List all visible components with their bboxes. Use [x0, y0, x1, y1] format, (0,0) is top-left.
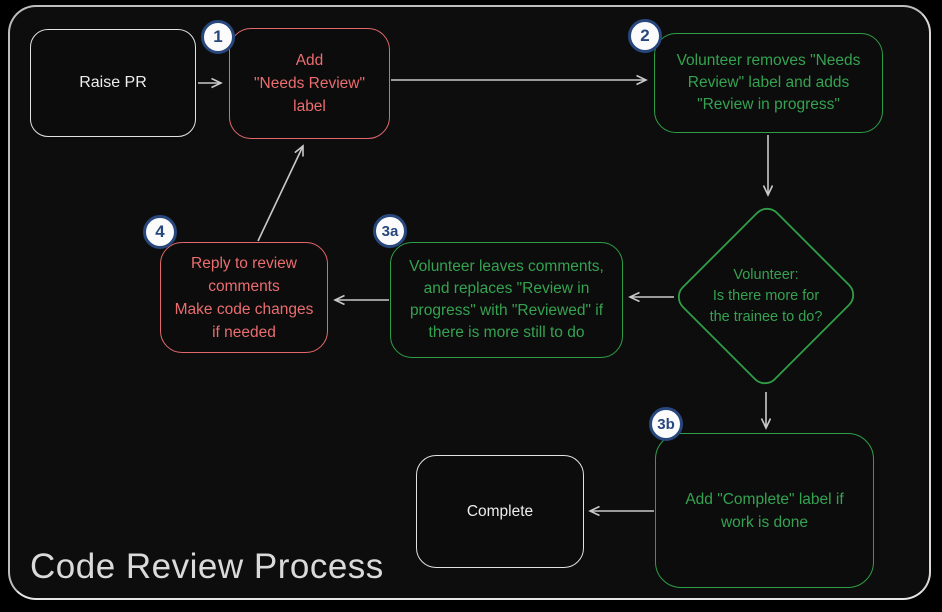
- node-raise-pr: Raise PR: [30, 29, 196, 137]
- node-decision-more-to-do: Volunteer: Is there more for the trainee…: [671, 251, 861, 341]
- node-text-line: and replaces "Review in: [423, 280, 590, 297]
- node-text-line: the trainee to do?: [709, 308, 823, 325]
- step-badge-4: 4: [143, 215, 177, 249]
- node-text-line: if needed: [212, 323, 276, 341]
- node-text-line: Volunteer:: [733, 266, 799, 283]
- node-add-needs-review-label: Add "Needs Review" label: [229, 28, 390, 139]
- step-badge-3b: 3b: [649, 407, 683, 441]
- node-volunteer-removes-label: Volunteer removes "Needs Review" label a…: [654, 33, 883, 133]
- node-text-line: "Needs Review": [254, 75, 365, 92]
- node-text-line: comments: [208, 277, 280, 295]
- step-badge-3a: 3a: [373, 214, 407, 248]
- node-text-line: Add "Complete" label if: [685, 490, 844, 508]
- step-badge-2: 2: [628, 19, 662, 53]
- node-text-line: Volunteer removes "Needs: [676, 52, 861, 69]
- node-complete-label: Complete: [466, 502, 534, 520]
- node-text-line: work is done: [720, 513, 808, 531]
- node-volunteer-leaves-comments: Volunteer leaves comments, and replaces …: [390, 242, 623, 358]
- node-text-line: "Review in progress": [697, 96, 840, 113]
- node-text-line: Make code changes: [174, 300, 314, 318]
- node-text-line: progress" with "Reviewed" if: [409, 302, 604, 319]
- node-raise-pr-label: Raise PR: [79, 74, 147, 91]
- node-text-line: Volunteer leaves comments,: [409, 258, 604, 275]
- node-text-line: there is more still to do: [428, 324, 585, 341]
- node-text-line: Review" label and adds: [687, 74, 850, 91]
- diagram-title: Code Review Process: [30, 547, 384, 586]
- node-add-complete-label: Add "Complete" label if work is done: [655, 433, 874, 588]
- node-text-line: Add: [295, 52, 324, 69]
- node-text-line: label: [293, 98, 326, 115]
- node-text-line: Is there more for: [712, 287, 820, 304]
- node-complete: Complete: [416, 455, 584, 568]
- step-badge-1: 1: [201, 20, 235, 54]
- node-reply-to-review-comments: Reply to review comments Make code chang…: [160, 242, 328, 353]
- node-text-line: Reply to review: [191, 254, 297, 272]
